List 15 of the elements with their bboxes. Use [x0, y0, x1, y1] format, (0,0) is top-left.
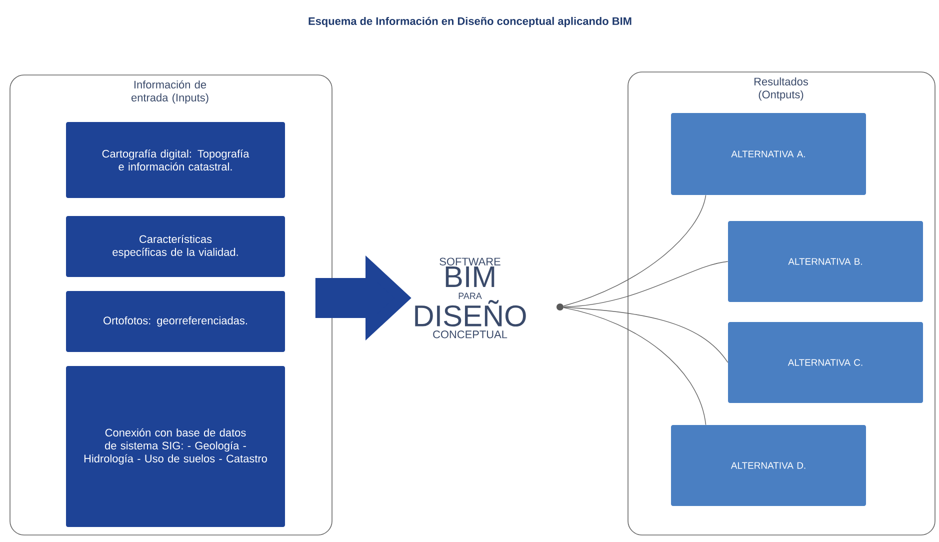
curved-line	[563, 306, 728, 363]
title: Esquema de Información en Diseño conceptual aplicando BIM	[308, 16, 632, 28]
center-text: SOFTWARE BIM PARA DISEÑO CONCEPTUAL	[415, 258, 526, 338]
curved-line	[563, 194, 706, 306]
process-box: Conexión con base de datos de sistema SIG: - Geología - Hidrología - Uso de suelos - Catastro	[66, 366, 285, 527]
junction-dot	[556, 304, 564, 310]
curved-line	[563, 261, 728, 308]
process-box: Ortofotos: georreferenciadas.	[66, 291, 285, 352]
curved-line	[563, 307, 706, 426]
process-box: Características específicas de la vialidad.	[66, 216, 285, 277]
process-box: ALTERNATIVA C.	[728, 322, 923, 403]
process-box: Cartografía digital: Topografía e información catastral.	[66, 122, 285, 198]
process-box: ALTERNATIVA B.	[728, 221, 923, 302]
process-box: ALTERNATIVA D.	[671, 425, 866, 506]
process-box: ALTERNATIVA A.	[671, 113, 866, 195]
